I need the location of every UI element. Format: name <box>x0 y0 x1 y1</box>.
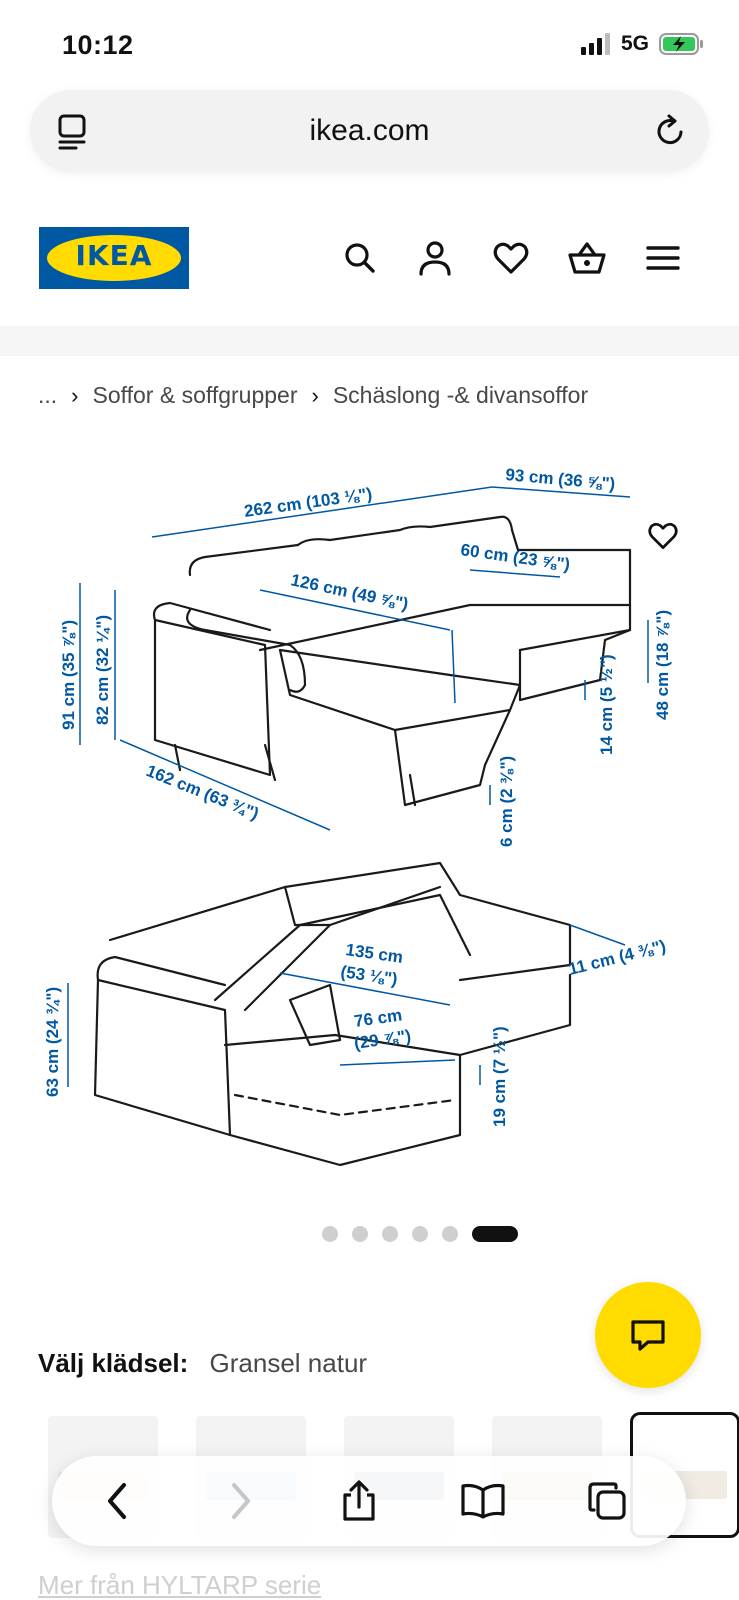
breadcrumb: ... › Soffor & soffgrupper › Schäslong -… <box>38 382 588 409</box>
dim-bed-length-inch: (53 ⅛") <box>339 962 398 989</box>
network-type: 5G <box>620 32 649 55</box>
status-indicators: 5G <box>580 32 705 56</box>
status-time: 10:12 <box>62 30 134 60</box>
account-icon[interactable] <box>415 238 455 278</box>
battery-charging-icon <box>659 33 703 55</box>
dim-chaise-length: 126 cm (49 ⅝") <box>289 570 410 613</box>
breadcrumb-chevron-icon: › <box>311 382 319 408</box>
back-button[interactable] <box>94 1478 140 1524</box>
address-bar[interactable]: ikea.com <box>30 90 709 172</box>
chevron-left-icon <box>108 1483 126 1519</box>
reload-icon[interactable] <box>653 112 689 150</box>
sofa-back-cushions <box>188 515 632 607</box>
chaise-top <box>278 648 522 732</box>
carousel-dot-active[interactable] <box>471 1226 518 1242</box>
tabs-icon <box>588 1482 626 1520</box>
heart-icon <box>648 522 678 549</box>
dim-bed-width-inch: (29 ⅞") <box>353 1026 412 1053</box>
ikea-logo[interactable]: IKEA <box>39 227 189 289</box>
dim-cushion-thickness: 14 cm (5 ½") <box>597 654 616 755</box>
dim-bed-width: 76 cm <box>353 1005 403 1031</box>
share-icon <box>343 1480 375 1521</box>
upholstery-label: Välj klädsel: <box>38 1348 189 1378</box>
series-link[interactable]: Mer från HYLTARP serie <box>38 1570 322 1600</box>
dim-total-width: 262 cm (103 ⅛") <box>243 484 373 521</box>
dim-seat-height: 48 cm (18 ⅞") <box>653 610 672 720</box>
breadcrumb-item-chaise-sofas[interactable]: Schäslong -& divansoffor <box>332 382 589 408</box>
dim-arm-height: 82 cm (32 ¼") <box>93 615 112 725</box>
sofabed-storage <box>223 1033 462 1167</box>
site-header: IKEA <box>0 210 739 310</box>
add-to-favourites-button[interactable] <box>640 512 686 558</box>
dim-storage-height: 19 cm (7 ½") <box>490 1026 509 1127</box>
breadcrumb-chevron-icon: › <box>71 382 79 408</box>
shopping-basket-icon[interactable] <box>567 238 607 278</box>
image-carousel-dots <box>0 1226 739 1242</box>
share-button[interactable] <box>336 1478 382 1524</box>
upholstery-selector: Välj klädsel: Gransel natur <box>38 1348 367 1379</box>
bookmarks-button[interactable] <box>460 1478 506 1524</box>
heart-icon[interactable] <box>491 238 531 278</box>
hamburger-menu-icon[interactable] <box>643 238 683 278</box>
browser-toolbar <box>52 1456 686 1546</box>
page-menu-icon[interactable] <box>56 112 92 150</box>
carousel-dot[interactable] <box>321 1226 338 1242</box>
chevron-right-icon <box>232 1483 250 1519</box>
chaise-front <box>393 708 512 807</box>
dim-seat-depth: 60 cm (23 ⅝") <box>459 540 571 574</box>
sofa-seat <box>258 603 632 652</box>
dim-bed-height: 63 cm (24 ¾") <box>43 987 62 1097</box>
sofabed-left-arm <box>93 978 232 1137</box>
sofa-left-arm <box>153 618 272 777</box>
dim-leg-height: 6 cm (2 ⅜") <box>497 756 516 847</box>
open-book-icon <box>461 1483 505 1519</box>
logo-text: IKEA <box>75 239 153 272</box>
chat-button[interactable] <box>595 1282 701 1388</box>
product-dimension-image[interactable]: 262 cm (103 ⅛") 93 cm (36 ⅝") 60 cm (23 … <box>40 455 700 1195</box>
carousel-dot[interactable] <box>441 1226 458 1242</box>
search-icon[interactable] <box>340 238 380 278</box>
tabs-button[interactable] <box>584 1478 630 1524</box>
header-divider <box>0 326 739 356</box>
breadcrumb-item-sofas[interactable]: Soffor & soffgrupper <box>92 382 298 408</box>
carousel-dot[interactable] <box>381 1226 398 1242</box>
carousel-dot[interactable] <box>411 1226 428 1242</box>
forward-button[interactable] <box>218 1478 264 1524</box>
signal-icon <box>580 33 610 55</box>
chat-bubble-icon <box>631 1320 665 1351</box>
upholstery-value: Gransel natur <box>209 1348 368 1378</box>
carousel-dot[interactable] <box>351 1226 368 1242</box>
sofabed-lift-lid <box>213 893 472 1012</box>
status-bar: 10:12 5G <box>0 0 739 88</box>
breadcrumb-ellipsis[interactable]: ... <box>38 382 58 408</box>
url-text[interactable]: ikea.com <box>309 114 430 147</box>
logo-oval <box>47 235 181 281</box>
dim-back-height: 91 cm (35 ⅞") <box>59 620 78 730</box>
